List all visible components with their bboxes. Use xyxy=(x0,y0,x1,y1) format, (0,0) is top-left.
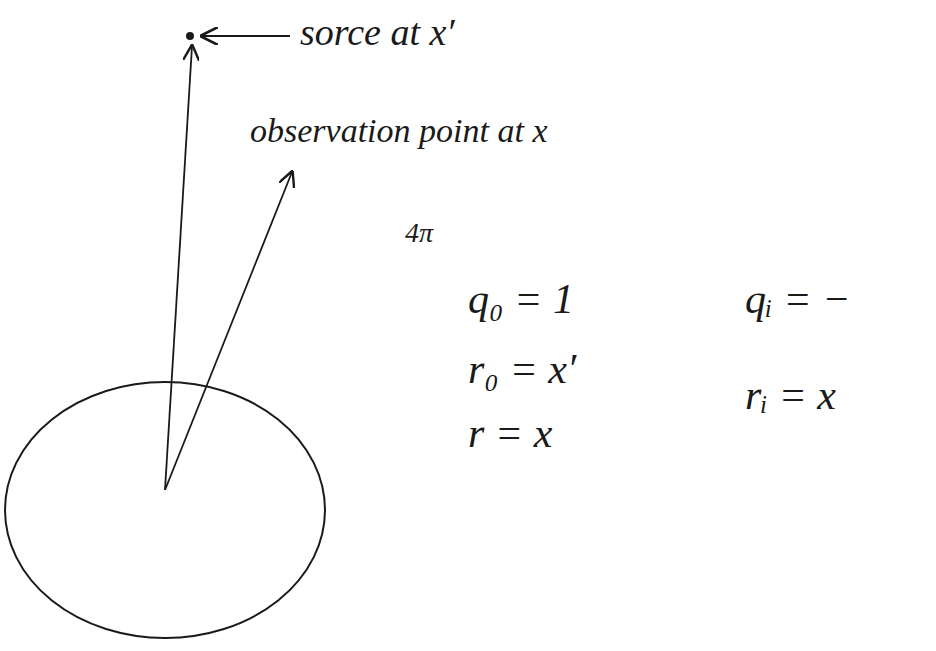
source-label: sorce at x′ xyxy=(300,12,455,54)
sphere-outline xyxy=(5,382,325,638)
charge-label: q₀ = 1 xyxy=(468,276,574,322)
pointer-arrow xyxy=(202,35,290,37)
factor-label: 4π xyxy=(405,218,433,249)
image-position-label: rᵢ = x xyxy=(745,372,836,418)
source-point xyxy=(186,32,194,40)
observation-vector xyxy=(165,172,292,490)
position-label: r₀ = x′ xyxy=(468,346,576,392)
source-vector xyxy=(165,46,192,490)
image-charge-label: qᵢ = − xyxy=(745,276,850,322)
observation-label: observation point at x xyxy=(250,112,547,149)
field-point-label: r = x xyxy=(468,410,552,456)
